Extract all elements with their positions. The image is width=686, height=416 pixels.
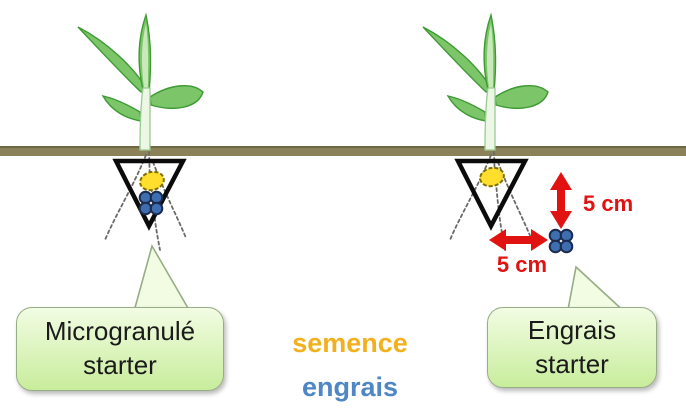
legend-engrais: engrais xyxy=(301,372,399,402)
distance-arrow-icon xyxy=(489,229,548,251)
granule-icon xyxy=(559,239,574,254)
granule-icon xyxy=(138,190,153,205)
granule-icon xyxy=(149,190,164,205)
seed-icon xyxy=(139,170,165,192)
callout-microgranule-line1: Microgranulé xyxy=(44,316,196,347)
callout-microgranule-line2: starter xyxy=(83,350,157,380)
granule-icon xyxy=(138,201,153,216)
granule-icon xyxy=(559,228,574,243)
callout-engrais-line2: starter xyxy=(535,348,609,379)
legend-semence: semence xyxy=(292,328,408,358)
callout-microgranule: Microgranulé starter xyxy=(16,307,224,391)
left-seedling xyxy=(77,14,204,251)
microgranules-cluster xyxy=(138,190,164,216)
seed-icon xyxy=(479,166,505,188)
soil-line xyxy=(0,146,686,156)
soil-line-edge xyxy=(0,146,686,148)
furrow-triangle-left xyxy=(112,158,187,231)
bubble-tail-left xyxy=(131,243,194,316)
granule-icon xyxy=(149,201,164,216)
fertilizer-cluster xyxy=(548,228,574,254)
callout-engrais: Engrais starter xyxy=(487,307,657,388)
granule-icon xyxy=(548,228,563,243)
depth-measure-label: 5 cm xyxy=(583,191,634,216)
callout-engrais-line1: Engrais xyxy=(527,314,617,345)
granule-icon xyxy=(548,239,563,254)
depth-arrow-icon xyxy=(550,172,572,229)
furrow-triangle-right xyxy=(454,158,529,231)
distance-measure-label: 5 cm xyxy=(496,252,548,277)
